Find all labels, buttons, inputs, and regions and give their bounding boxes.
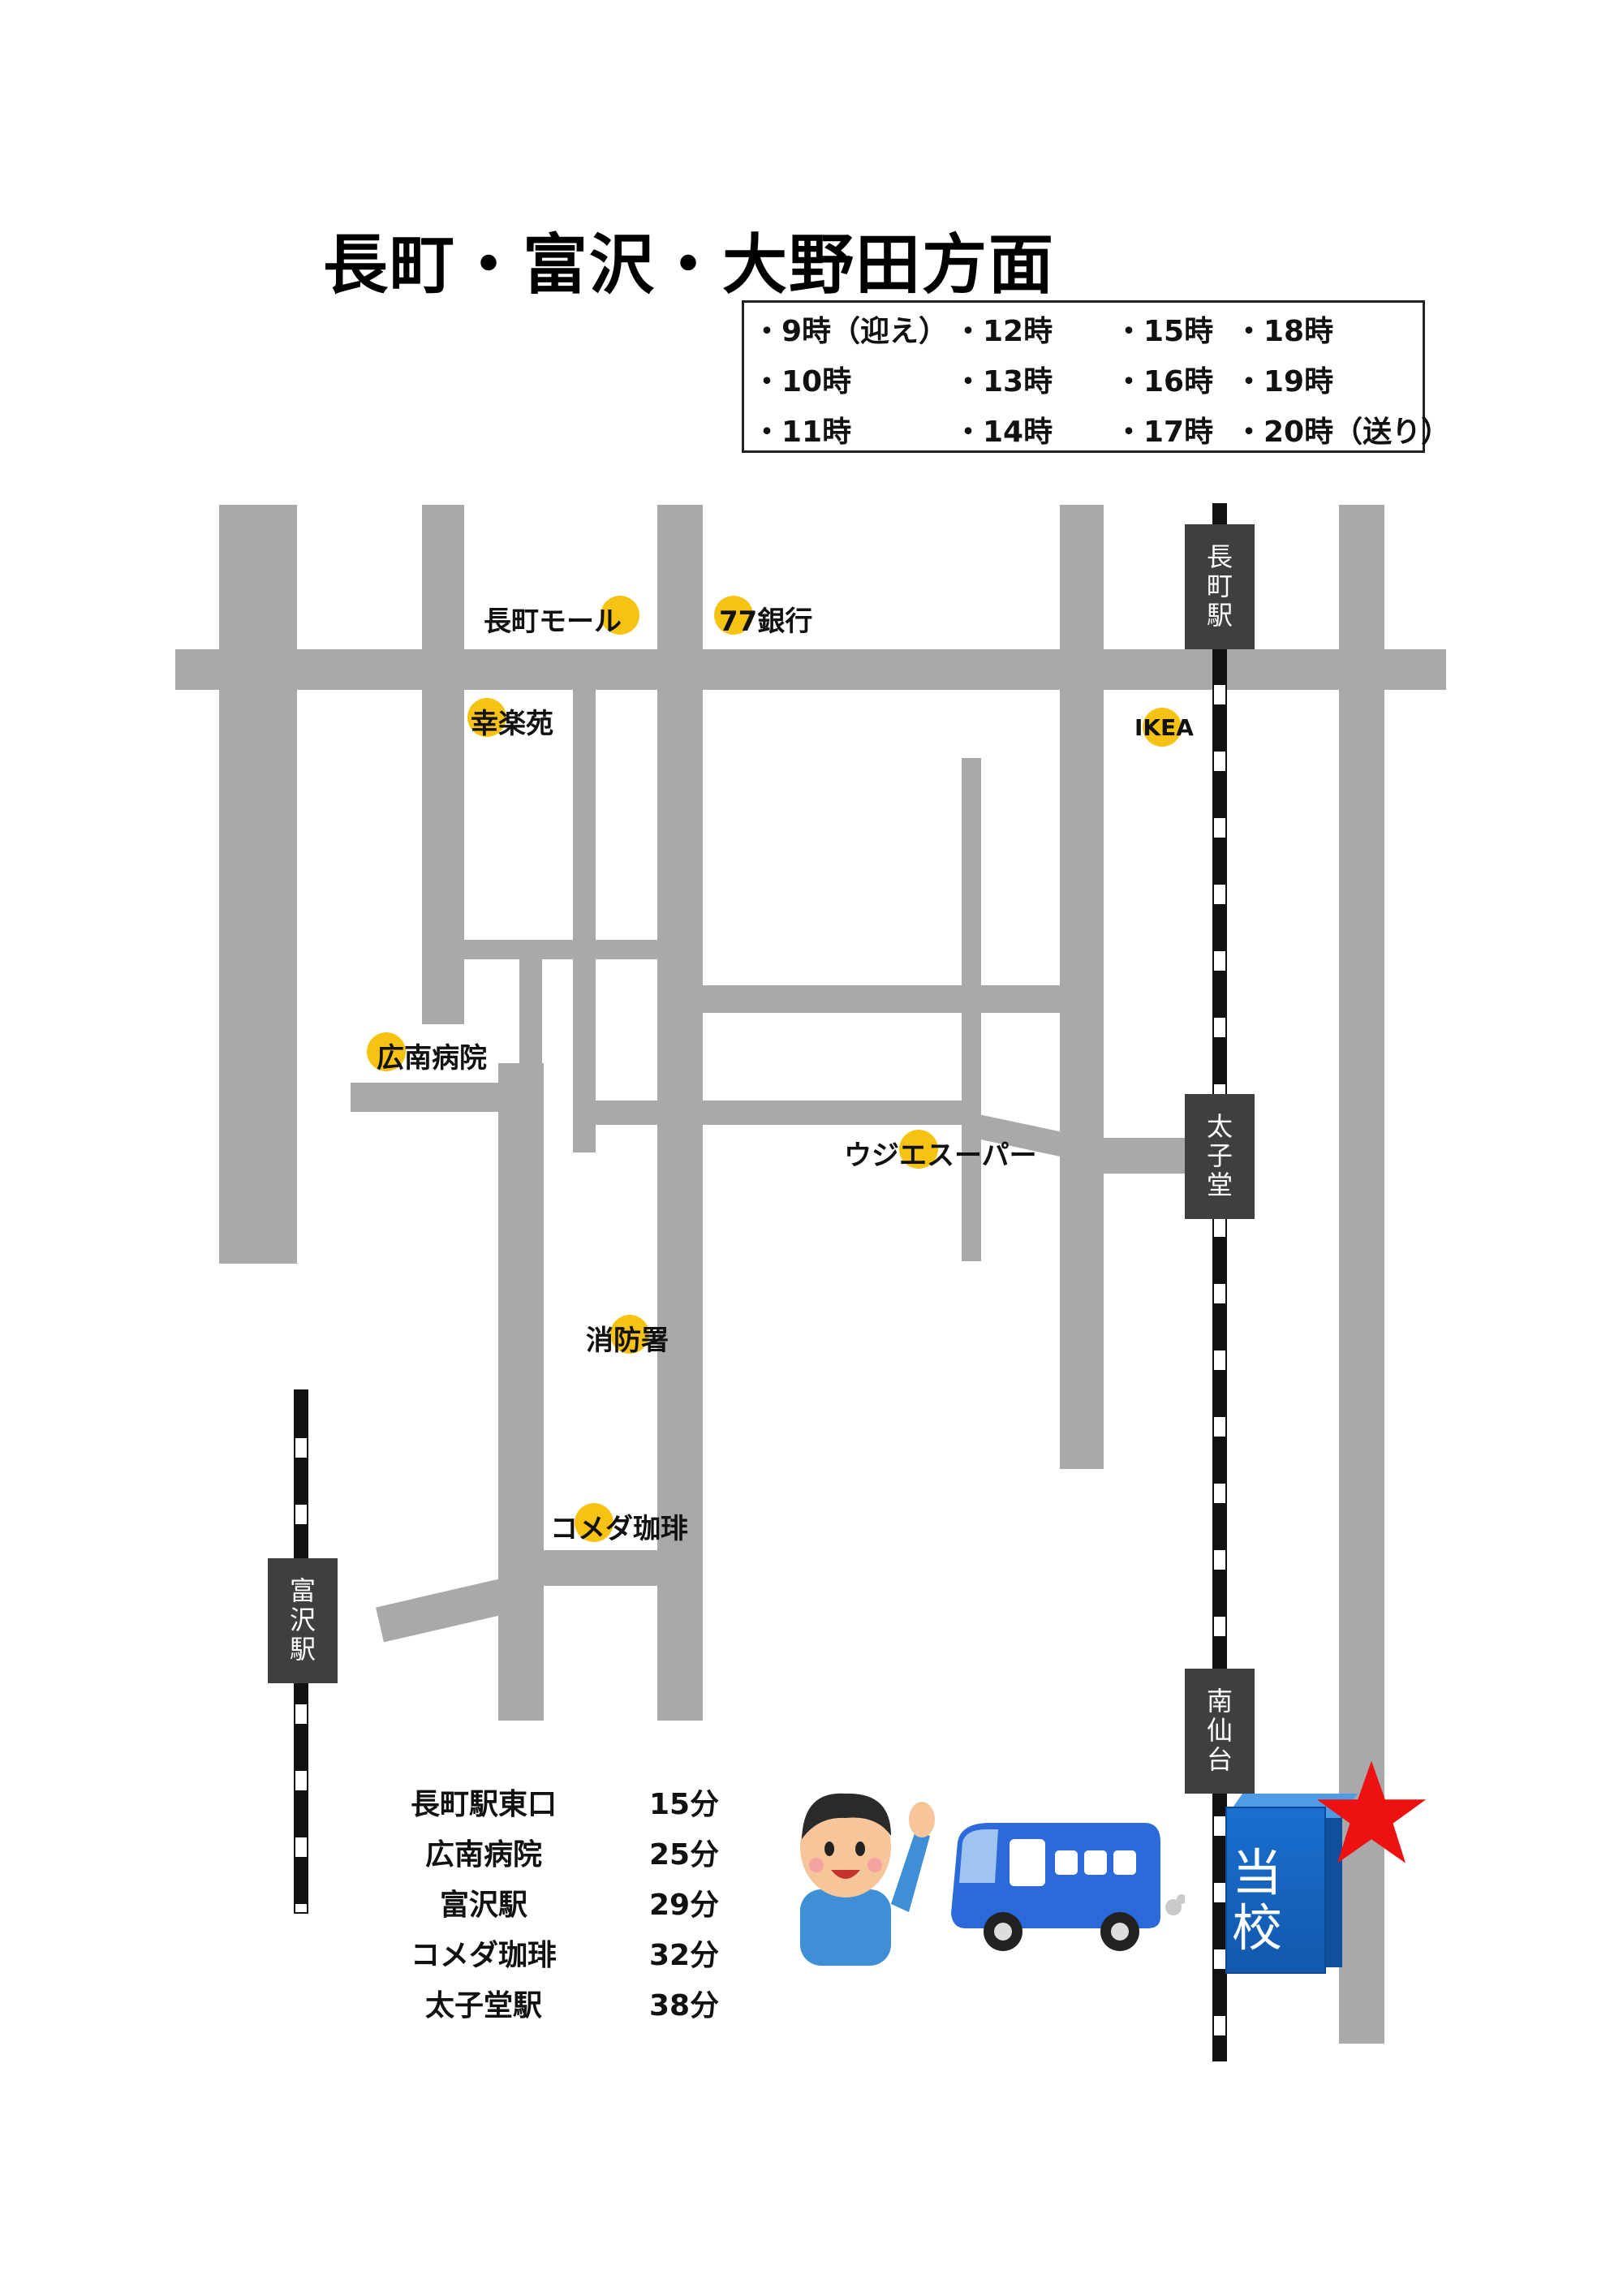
landmark-fire-station: 消防署 [586, 1325, 669, 1357]
landmark-dot [610, 1315, 649, 1354]
schedule-time: ・17時 [1114, 416, 1214, 449]
station-char: 沢 [289, 1605, 316, 1636]
road [519, 1550, 703, 1586]
school-building: 当 校 [1225, 1807, 1326, 1974]
station-char: 富 [289, 1575, 316, 1607]
travel-time: 15分 [649, 1788, 720, 1821]
schedule-time: ・13時 [954, 365, 1053, 398]
road [1104, 1138, 1193, 1174]
landmark-kourakuen: 幸楽苑 [471, 708, 553, 740]
station-tomizawa: 富 沢 駅 [268, 1558, 338, 1683]
station-taishido: 太 子 堂 [1185, 1094, 1255, 1219]
landmark-konan-hospital: 広南病院 [377, 1042, 487, 1075]
landmark-77-bank: 77銀行 [719, 605, 813, 638]
landmark-ujie-super: ウジエスーパー [844, 1139, 1037, 1172]
station-char: 太 [1206, 1111, 1233, 1143]
station-char: 駅 [289, 1633, 316, 1665]
station-char: 堂 [1206, 1169, 1233, 1200]
bus-icon [951, 1823, 1185, 1951]
station-char: 仙 [1206, 1715, 1233, 1747]
schedule-box: ・9時（迎え） ・12時 ・15時 ・18時 ・10時 ・13時 ・16時 ・1… [742, 300, 1450, 453]
road [351, 1083, 521, 1112]
landmark-ikea: IKEA [1134, 714, 1194, 741]
travel-place: 広南病院 [424, 1838, 542, 1872]
school-char: 当 [1232, 1843, 1283, 1902]
schedule-time: ・19時 [1234, 365, 1334, 398]
destination-star-icon [1316, 1760, 1427, 1863]
road [703, 985, 1063, 1013]
landmark-dot [467, 698, 506, 737]
landmark-dot [575, 1503, 613, 1542]
station-char: 駅 [1206, 599, 1233, 631]
road [596, 1101, 962, 1125]
person-waving-icon [800, 1793, 935, 1966]
page-title: 長町・富沢・大野田方面 [323, 227, 1055, 303]
landmark-komeda-coffee: コメダ珈琲 [550, 1513, 688, 1545]
landmark-dot [714, 596, 753, 635]
schedule-time: ・10時 [752, 365, 852, 398]
travel-place: 長町駅東口 [410, 1788, 557, 1821]
landmark-nagamachi-mall: 長町モール [484, 605, 622, 638]
travel-time: 25分 [649, 1838, 720, 1872]
road [175, 649, 1446, 690]
schedule-time: ・18時 [1234, 315, 1334, 348]
landmark-dot [899, 1130, 938, 1169]
schedule-time: ・15時 [1114, 315, 1214, 348]
landmark-dot [601, 596, 639, 635]
travel-time: 38分 [649, 1989, 720, 2022]
road [573, 690, 596, 1152]
travel-time: 29分 [649, 1889, 720, 1922]
schedule-time: ・14時 [954, 416, 1053, 449]
station-char: 町 [1206, 571, 1233, 602]
road [519, 958, 542, 1071]
landmark-dot [1143, 708, 1182, 747]
travel-place: コメダ珈琲 [410, 1939, 557, 1972]
station-char: 南 [1206, 1686, 1233, 1717]
road [219, 505, 297, 1264]
station-char: 長 [1206, 541, 1233, 573]
road [1060, 505, 1104, 1469]
station-char: 台 [1206, 1743, 1233, 1775]
school-building-side [1324, 1795, 1342, 1967]
schedule-time: ・20時（送り） [1234, 416, 1451, 449]
station-minamisendai: 南 仙 台 [1185, 1669, 1255, 1794]
station-char: 子 [1206, 1140, 1233, 1172]
road [422, 505, 464, 1024]
schedule-time: ・9時（迎え） [752, 315, 949, 348]
schedule-time: ・16時 [1114, 365, 1214, 398]
road [464, 940, 659, 959]
schedule-time: ・12時 [954, 315, 1053, 348]
travel-place: 太子堂駅 [424, 1989, 542, 2022]
schedule-time: ・11時 [752, 416, 852, 449]
road [498, 1063, 544, 1721]
landmark-dot [367, 1032, 406, 1071]
school-char: 校 [1232, 1898, 1283, 1958]
travel-place: 富沢駅 [439, 1889, 527, 1922]
station-nagamachi: 長 町 駅 [1185, 524, 1255, 649]
travel-time: 32分 [649, 1939, 720, 1972]
